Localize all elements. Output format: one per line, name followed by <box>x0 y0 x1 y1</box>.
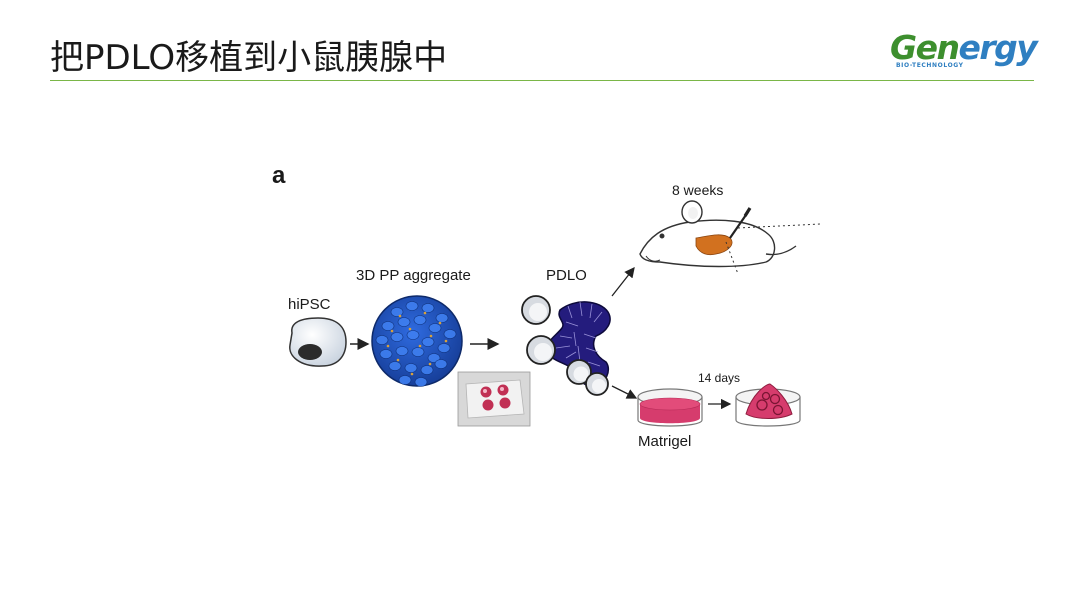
injection-needle <box>729 211 749 239</box>
dotted-line-vertical <box>725 241 739 275</box>
label-pdlo: PDLO <box>546 267 587 284</box>
arrow-pdlo-matrigel <box>611 385 638 399</box>
label-8-weeks: 8 weeks <box>672 182 724 198</box>
matrigel-dish <box>637 388 703 427</box>
aggregate-sphere <box>371 295 463 387</box>
panel-letter: a <box>272 162 286 189</box>
dotted-line-horizontal <box>737 223 821 229</box>
arrow-pdlo-mouse <box>611 266 635 297</box>
hipsc-cell <box>289 317 347 367</box>
genergy-logo: Genergy BIO-TECHNOLOGY <box>890 28 1040 74</box>
logo-word-ergy: ergy <box>958 28 1037 67</box>
mouse-illustration <box>639 200 797 268</box>
title-divider <box>50 80 1034 81</box>
culture-plate-photo <box>457 371 531 427</box>
slide-title: 把PDLO移植到小鼠胰腺中 <box>50 38 448 78</box>
dome-dish <box>735 383 801 427</box>
logo-wordmark: Genergy <box>890 28 1038 67</box>
pancreas-shape <box>695 234 733 256</box>
needle-hub <box>743 207 752 217</box>
label-hipsc: hiPSC <box>288 296 331 313</box>
label-matrigel: Matrigel <box>638 433 692 450</box>
label-14-days: 14 days <box>698 371 741 385</box>
logo-subtitle: BIO-TECHNOLOGY <box>896 62 964 69</box>
label-aggregate: 3D PP aggregate <box>356 267 471 284</box>
logo-word-gen: Gen <box>890 28 960 67</box>
pdlo-organoid <box>521 295 611 396</box>
